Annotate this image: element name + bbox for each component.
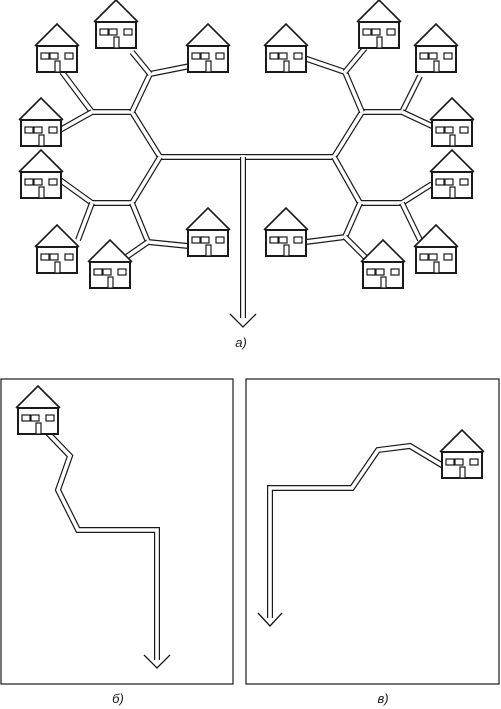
left-network: [58, 50, 243, 263]
panel-a-network: а): [18, 0, 475, 350]
caption-a: а): [235, 335, 247, 350]
house-icon: [34, 23, 80, 73]
house-icon: [413, 23, 459, 73]
right-network: [243, 46, 434, 265]
house-icon: [15, 385, 61, 435]
house-icon: [185, 207, 231, 257]
house-icon: [429, 149, 475, 199]
house-icon: [263, 23, 309, 73]
panel-v-frame: [245, 378, 500, 685]
house-icon: [185, 23, 231, 73]
house-icon: [263, 207, 309, 257]
house-icon: [34, 224, 80, 274]
house-icon: [18, 149, 64, 199]
arrow-down-icon: [257, 612, 283, 627]
arrow-down-icon: [229, 313, 257, 328]
outlet-pipe: [229, 155, 257, 328]
arrow-down-icon: [143, 654, 171, 669]
house-icon: [413, 224, 459, 274]
panel-v: в): [245, 378, 500, 706]
house-icon: [87, 239, 133, 289]
caption-v: в): [377, 691, 388, 706]
house-icon: [439, 429, 485, 479]
house-icon: [356, 0, 402, 49]
caption-b: б): [112, 691, 124, 706]
house-icon: [18, 97, 64, 147]
panel-b: б): [0, 378, 234, 706]
house-icon: [93, 0, 139, 49]
panel-b-frame: [0, 378, 234, 685]
house-icon: [360, 239, 406, 289]
house-icon: [429, 97, 475, 147]
